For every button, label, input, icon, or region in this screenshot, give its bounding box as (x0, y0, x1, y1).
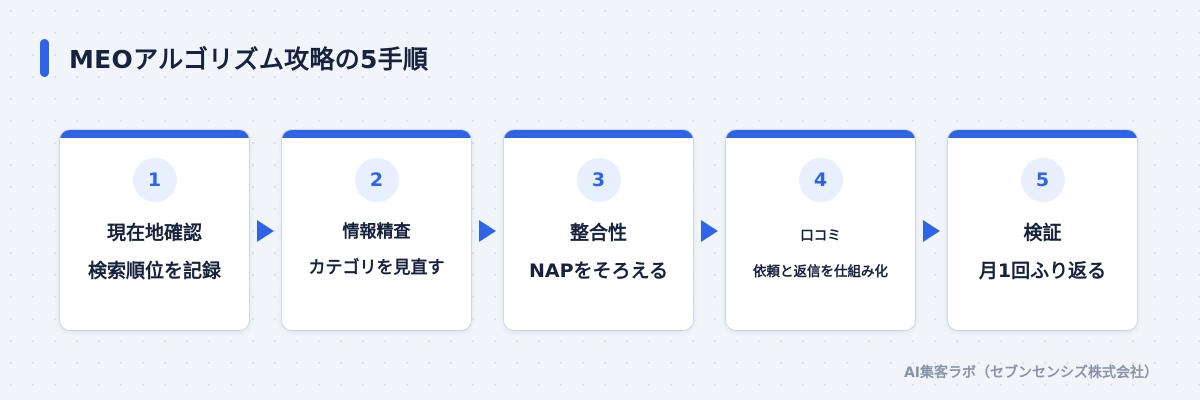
card-accent-bar (948, 130, 1137, 138)
step-card-5: 5 検証 月1回ふり返る (948, 130, 1137, 330)
step-description: 情報精査 カテゴリを見直す (282, 214, 471, 286)
triangle-right-icon (257, 220, 274, 242)
title-block: MEOアルゴリズム攻略の5手順 (40, 38, 428, 78)
step-card-4: 4 口コミ 依頼と返信を仕組み化 (726, 130, 915, 330)
triangle-right-icon (923, 220, 940, 242)
triangle-right-icon (479, 220, 496, 242)
step-card-1: 1 現在地確認 検索順位を記録 (60, 130, 249, 330)
title-accent-bar (40, 39, 49, 77)
credit-text: AI集客ラボ（セブンセンシズ株式会社） (903, 365, 1158, 381)
step-detail: カテゴリを見直す (308, 258, 445, 278)
card-accent-bar (282, 130, 471, 138)
card-accent-bar (726, 130, 915, 138)
step-number-badge: 3 (576, 158, 621, 202)
step-detail: 月1回ふり返る (978, 260, 1107, 282)
card-accent-bar (60, 130, 249, 138)
step-number-badge: 1 (132, 158, 177, 202)
step-title: 検証 (1023, 222, 1062, 244)
card-accent-bar (504, 130, 693, 138)
step-description: 検証 月1回ふり返る (948, 214, 1137, 290)
step-number-badge: 4 (798, 158, 843, 202)
step-card-2: 2 情報精査 カテゴリを見直す (282, 130, 471, 330)
step-title: 整合性 (569, 222, 627, 244)
step-detail: 検索順位を記録 (87, 260, 221, 282)
step-title: 口コミ (800, 228, 841, 244)
step-title: 現在地確認 (106, 222, 202, 244)
step-title: 情報精査 (342, 222, 411, 242)
step-number-badge: 5 (1020, 158, 1065, 202)
step-description: 口コミ 依頼と返信を仕組み化 (726, 218, 915, 290)
step-number-badge: 2 (354, 158, 399, 202)
step-description: 現在地確認 検索順位を記録 (60, 214, 249, 290)
triangle-right-icon (701, 220, 718, 242)
step-description: 整合性 NAPをそろえる (504, 214, 693, 290)
step-detail: NAPをそろえる (529, 260, 668, 282)
step-detail: 依頼と返信を仕組み化 (753, 264, 888, 280)
step-card-3: 3 整合性 NAPをそろえる (504, 130, 693, 330)
page-title: MEOアルゴリズム攻略の5手順 (69, 45, 429, 74)
